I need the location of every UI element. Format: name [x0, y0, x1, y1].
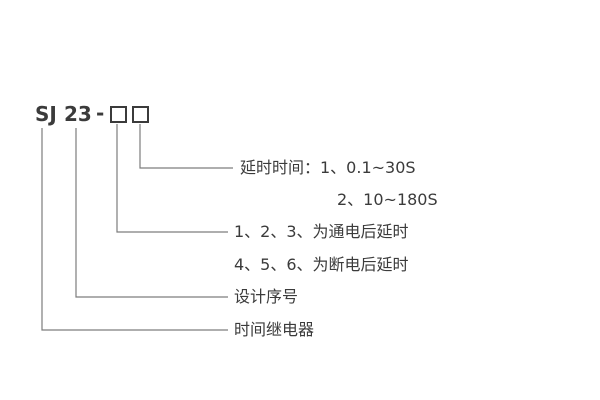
label-product-name: 时间继电器: [234, 320, 315, 339]
label-delay-time: 延时时间：1、0.1~30S: [240, 158, 416, 177]
label-power-off-delay: 4、5、6、为断电后延时: [234, 255, 409, 274]
label-design-serial: 设计序号: [234, 287, 299, 306]
label-delay-time-option2: 2、10~180S: [337, 190, 438, 209]
connector-line-delay-time: [139, 124, 233, 169]
model-prefix: SJ: [35, 102, 57, 126]
connector-line-digit-meaning: [116, 124, 228, 233]
model-number: 23: [64, 102, 92, 126]
placeholder-box-icon: [110, 106, 127, 123]
connector-line-design-serial: [75, 128, 228, 298]
model-separator: -: [96, 101, 105, 125]
label-power-on-delay: 1、2、3、为通电后延时: [234, 222, 409, 241]
connector-line-product-name: [41, 128, 228, 331]
placeholder-box-icon: [132, 106, 149, 123]
